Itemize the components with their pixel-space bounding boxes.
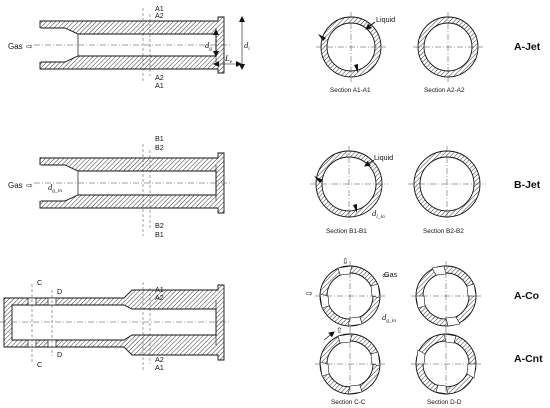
section-a-co-right [411, 261, 481, 331]
gas-inlet-label-b: Gas [8, 181, 23, 190]
liquid-jet-arrow-4 [353, 204, 357, 213]
gas-inflow-arrow-4: ⇨ [306, 289, 313, 298]
section-b2-b2: Section B2-B2 [408, 146, 486, 235]
label-a-co: A-Co [514, 290, 539, 302]
section-caption-dd: Section D-D [427, 399, 462, 406]
section-a2-a2: Section A2-A2 [413, 12, 483, 94]
section-caption-b2: Section B2-B2 [423, 228, 464, 235]
section-mark-a2-top: A2 [155, 11, 164, 20]
liquid-label-a: Liquid [376, 15, 395, 24]
gas-label-co: Gas [384, 270, 398, 279]
dim-di: di [244, 40, 250, 52]
section-a-co-top: ⇩ ⇦ ⇧ ⇨ Gas dg_in [306, 257, 398, 341]
section-caption-a2: Section A2-A2 [424, 87, 465, 94]
section-mark-d-bottom: D [57, 350, 62, 359]
gas-inlet-label: Gas [8, 42, 23, 51]
section-caption-b1: Section B1-B1 [326, 228, 367, 235]
section-d-d: Section D-D [411, 331, 481, 406]
dim-dgin-co: dg_in [382, 312, 396, 324]
a-co-gas-bore [11, 304, 217, 341]
label-a-cnt: A-Cnt [514, 353, 543, 365]
section-mark-d-top: D [57, 287, 62, 296]
a-jet-longitudinal: Gas ⇨ A1 A2 A2 A1 dg di Le [8, 4, 250, 90]
dim-dgin: dg_in [48, 182, 62, 194]
section-b1-b1: Liquid dl_in Section B1-B1 [310, 146, 393, 235]
gas-inflow-arrow-3: ⇧ [336, 326, 343, 335]
liquid-label-b: Liquid [374, 153, 393, 162]
dim-le: Le [224, 53, 233, 65]
liquid-jet-arrow-3 [314, 176, 323, 183]
section-caption-a1: Section A1-A1 [330, 87, 371, 94]
label-b-jet: B-Jet [514, 179, 541, 191]
section-caption-cc: Section C-C [331, 399, 366, 406]
section-mark-b2-bottom: B2 [155, 221, 164, 230]
section-c-c: Section C-C [315, 331, 385, 406]
gas-inflow-arrow-1: ⇩ [342, 257, 349, 266]
section-mark-b1-bottom: B1 [155, 230, 164, 239]
section-a1-a1: Liquid Section A1-A1 [316, 12, 395, 94]
dim-dlin: dl_in [372, 208, 385, 220]
section-mark-a1-bottom-co: A1 [155, 363, 164, 372]
dim-dg: dg [205, 40, 212, 52]
a-co-longitudinal: C D D C A1 A2 A2 A1 [0, 278, 230, 372]
liquid-jet-arrow-1 [318, 34, 326, 41]
section-mark-c-top: C [37, 278, 42, 287]
section-mark-a1-top-co: A1 [155, 285, 164, 294]
section-mark-a2-bottom: A2 [155, 73, 164, 82]
section-mark-a1-top: A1 [155, 4, 164, 13]
b-jet-longitudinal: Gas ⇨ B1 B2 B2 B1 dg_in [8, 134, 230, 239]
gas-inlet-arrow-b: ⇨ [26, 181, 33, 190]
gas-inflow-arrow-2: ⇦ [382, 271, 389, 280]
label-a-jet: A-Jet [514, 41, 541, 53]
section-mark-b1-top: B1 [155, 134, 164, 143]
section-mark-a2-bottom-co: A2 [155, 355, 164, 364]
liquid-jet-arrow-2 [354, 64, 358, 73]
section-mark-a2-top-co: A2 [155, 293, 164, 302]
gas-inlet-arrow: ⇨ [26, 42, 33, 51]
section-mark-c-bottom: C [37, 360, 42, 369]
section-mark-a1-bottom: A1 [155, 81, 164, 90]
section-mark-b2-top: B2 [155, 143, 164, 152]
